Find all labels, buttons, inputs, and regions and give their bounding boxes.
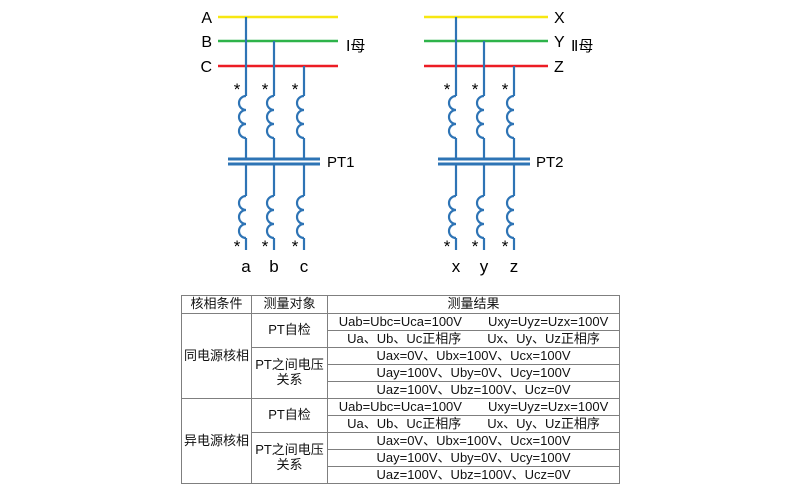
circuit-bus1: A B C Ⅰ母: [200, 10, 365, 276]
table-header-row: 核相条件 测量对象 测量结果: [181, 295, 620, 314]
bus1-phase-c-label: C: [200, 59, 212, 76]
condition-cell: 异电源核相: [181, 398, 252, 484]
bus1-name-label: Ⅰ母: [346, 38, 365, 55]
polarity-mark: *: [292, 80, 299, 99]
polarity-mark: *: [292, 237, 299, 256]
result-cell: Uaz=100V、Ubz=100V、Ucz=0V: [327, 466, 620, 484]
pt1-label: PT1: [327, 154, 355, 171]
object-cell: PT自检: [251, 398, 328, 433]
bus1-phase-a-label: A: [201, 10, 212, 27]
polarity-mark: *: [444, 237, 451, 256]
terminal-c-label: c: [300, 257, 309, 276]
header-object: 测量对象: [251, 295, 328, 314]
terminal-y-label: y: [480, 257, 489, 276]
polarity-mark: *: [234, 80, 241, 99]
polarity-mark: *: [502, 237, 509, 256]
table-row: 同电源核相 PT自检 Uab=Ubc=Uca=100V Uxy=Uyz=Uzx=…: [181, 313, 620, 399]
polarity-mark: *: [502, 80, 509, 99]
table-row: Uay=100V、Uby=0V、Ucy=100V: [182, 364, 620, 382]
bus1-windings: [228, 17, 320, 250]
terminal-b-label: b: [269, 257, 278, 276]
measurement-table: 核相条件 测量对象 测量结果 同电源核相 PT自检 Uab=Ubc=Uca=10…: [181, 295, 620, 484]
result-cell: Uab=Ubc=Uca=100V Uxy=Uyz=Uzx=100V: [327, 313, 620, 331]
object-cell: PT自检: [251, 313, 328, 348]
bus1-phase-b-label: B: [201, 34, 212, 51]
object-cell: PT之间电压关系: [251, 432, 328, 484]
result-cell: Uay=100V、Uby=0V、Ucy=100V: [327, 364, 620, 382]
bus2-phase-z-label: Z: [554, 59, 564, 76]
terminal-z-label: z: [510, 257, 519, 276]
bus2-phase-y-label: Y: [554, 34, 565, 51]
bus2-windings: [438, 17, 530, 250]
result-cell: Uax=0V、Ubx=100V、Ucx=100V: [327, 347, 620, 365]
polarity-mark: *: [472, 80, 479, 99]
polarity-mark: *: [472, 237, 479, 256]
polarity-mark: *: [234, 237, 241, 256]
table-row: Uaz=100V、Ubz=100V、Ucz=0V: [182, 466, 620, 484]
polarity-mark: *: [444, 80, 451, 99]
object-cell: PT之间电压关系: [251, 347, 328, 399]
header-condition: 核相条件: [181, 295, 252, 314]
terminal-x-label: x: [452, 257, 461, 276]
result-cell: Ua、Ub、Uc正相序 Ux、Uy、Uz正相序: [327, 415, 620, 433]
table-row: PT之间电压关系 Uax=0V、Ubx=100V、Ucx=100V: [182, 347, 620, 399]
table-row: 异电源核相 PT自检 Uab=Ubc=Uca=100V Uxy=Uyz=Uzx=…: [181, 398, 620, 484]
polarity-mark: *: [262, 80, 269, 99]
result-cell: Uay=100V、Uby=0V、Ucy=100V: [327, 449, 620, 467]
result-cell: Uab=Ubc=Uca=100V Uxy=Uyz=Uzx=100V: [327, 398, 620, 416]
result-cell: Uaz=100V、Ubz=100V、Ucz=0V: [327, 381, 620, 399]
pt-circuit-diagram: A B C Ⅰ母: [200, 10, 593, 276]
table-row: Uaz=100V、Ubz=100V、Ucz=0V: [182, 381, 620, 399]
table-row: PT之间电压关系 Uax=0V、Ubx=100V、Ucx=100V: [182, 432, 620, 484]
polarity-mark: *: [262, 237, 269, 256]
bus2-name-label: Ⅱ母: [571, 38, 593, 55]
header-result: 测量结果: [327, 295, 620, 314]
terminal-a-label: a: [241, 257, 251, 276]
bus2-phase-x-label: X: [554, 10, 565, 27]
pt2-label: PT2: [536, 154, 564, 171]
result-cell: Ua、Ub、Uc正相序 Ux、Uy、Uz正相序: [327, 330, 620, 348]
result-cell: Uax=0V、Ubx=100V、Ucx=100V: [327, 432, 620, 450]
condition-cell: 同电源核相: [181, 313, 252, 399]
circuit-bus2: X Y Z Ⅱ母: [424, 10, 593, 276]
